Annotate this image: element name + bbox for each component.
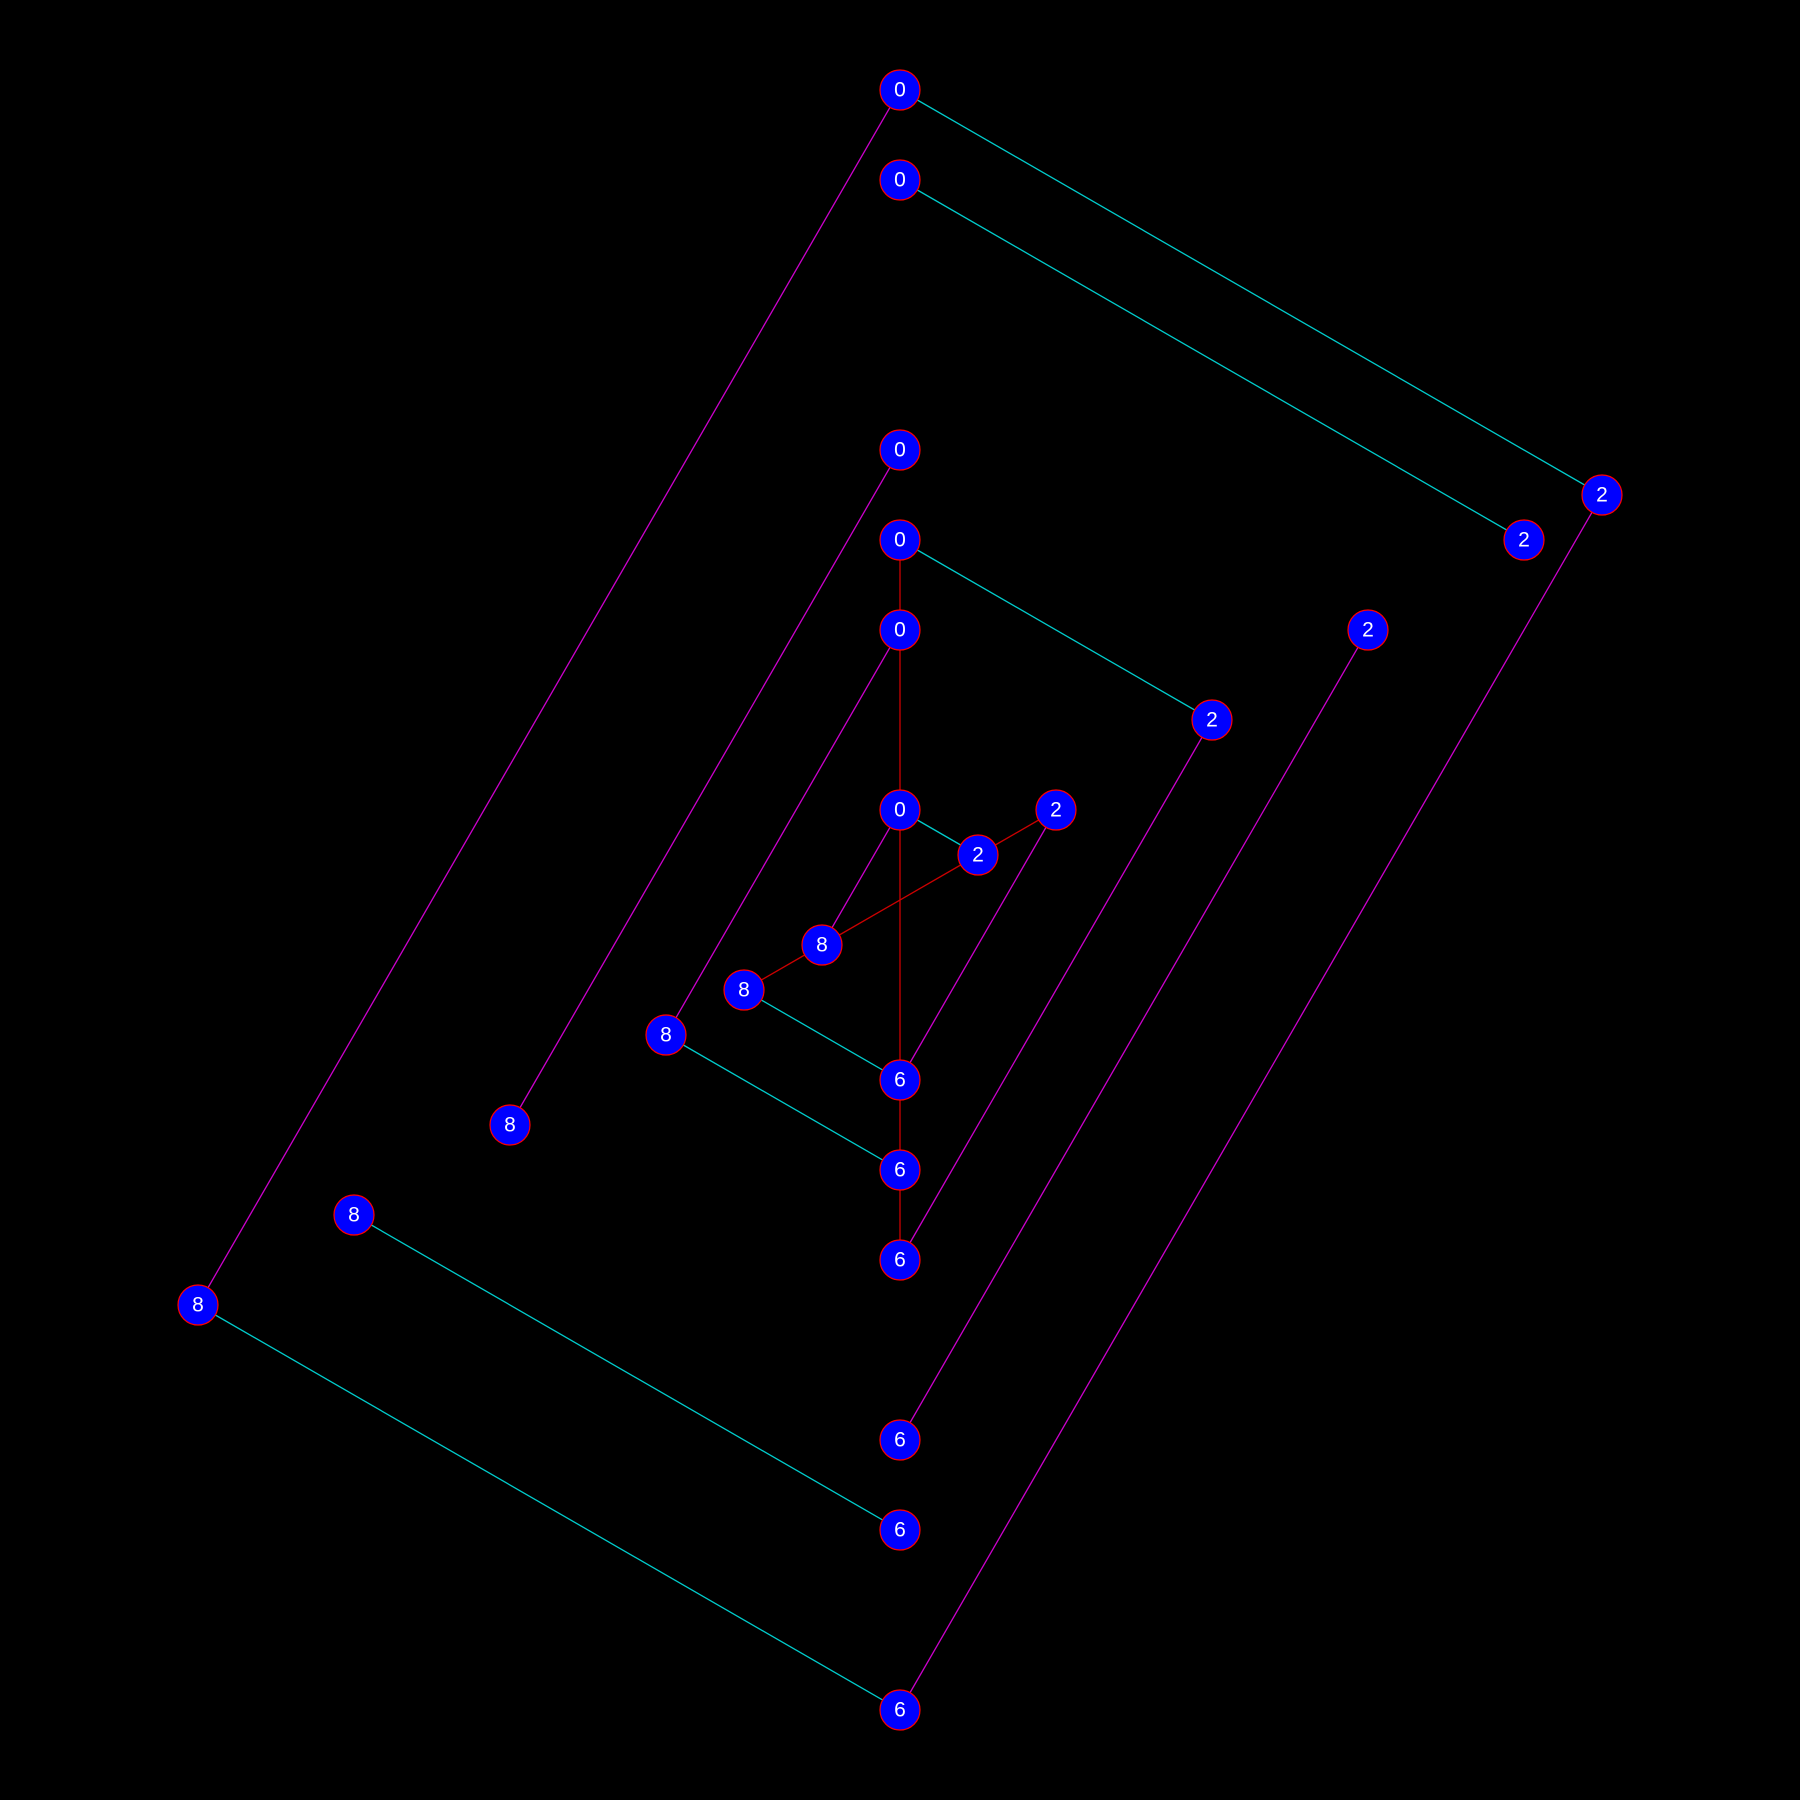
edge-n5-n15 [665, 629, 901, 1036]
node-circle [801, 924, 843, 966]
edge-n7-n24 [899, 494, 1603, 1711]
node-circle [177, 1284, 219, 1326]
node-label: 2 [1518, 529, 1530, 552]
node-label: 6 [894, 1429, 906, 1452]
node-label: 6 [894, 1069, 906, 1092]
node-label: 8 [504, 1114, 516, 1137]
node-circle [1347, 609, 1389, 651]
graph-node: 8 [177, 1284, 219, 1326]
node-layer: 0 0 0 0 0 0 2 2 2 2 2 2 8 8 8 8 8 8 6 6 6 6 6 6 [177, 69, 1623, 1731]
node-label: 2 [1596, 484, 1608, 507]
node-label: 0 [894, 79, 906, 102]
node-label: 8 [660, 1024, 672, 1047]
node-circle [879, 1689, 921, 1731]
graph-node: 6 [879, 1059, 921, 1101]
graph-node: 8 [489, 1104, 531, 1146]
node-label: 0 [894, 169, 906, 192]
node-circle [879, 789, 921, 831]
node-circle [879, 519, 921, 561]
node-circle [879, 159, 921, 201]
node-circle [1503, 519, 1545, 561]
graph-node: 8 [723, 969, 765, 1011]
node-circle [879, 69, 921, 111]
node-circle [879, 1509, 921, 1551]
node-circle [879, 1419, 921, 1461]
edge-n11-n19 [899, 809, 1057, 1081]
graph-node: 0 [879, 69, 921, 111]
node-label: 8 [816, 934, 828, 957]
node-label: 2 [1050, 799, 1062, 822]
edge-n1-n7 [899, 89, 1603, 496]
graph-node: 8 [801, 924, 843, 966]
node-circle [333, 1194, 375, 1236]
node-circle [1581, 474, 1623, 516]
graph-node: 0 [879, 519, 921, 561]
graph-node: 6 [879, 1509, 921, 1551]
graph-node: 0 [879, 789, 921, 831]
node-circle [957, 834, 999, 876]
node-label: 8 [192, 1294, 204, 1317]
node-label: 8 [738, 979, 750, 1002]
node-circle [879, 1149, 921, 1191]
node-label: 2 [972, 844, 984, 867]
node-label: 8 [348, 1204, 360, 1227]
graph-node: 0 [879, 159, 921, 201]
node-circle [489, 1104, 531, 1146]
node-circle [879, 429, 921, 471]
node-label: 6 [894, 1699, 906, 1722]
edge-n1-n18 [197, 89, 901, 1306]
graph-node: 2 [1035, 789, 1077, 831]
graph-node: 6 [879, 1149, 921, 1191]
edge-layer [197, 89, 1603, 1711]
node-circle [1035, 789, 1077, 831]
node-label: 0 [894, 799, 906, 822]
node-circle [723, 969, 765, 1011]
graph-node: 0 [879, 429, 921, 471]
graph-node: 2 [1347, 609, 1389, 651]
edge-n15-n20 [665, 1034, 901, 1171]
edge-n3-n16 [509, 449, 901, 1126]
graph-node: 8 [645, 1014, 687, 1056]
edge-n2-n8 [899, 179, 1525, 541]
graph-node: 2 [1191, 699, 1233, 741]
graph-node: 6 [879, 1689, 921, 1731]
edge-n18-n24 [197, 1304, 901, 1711]
node-circle [879, 1239, 921, 1281]
graph-node: 0 [879, 609, 921, 651]
edge-n17-n23 [353, 1214, 901, 1531]
graph-node: 6 [879, 1239, 921, 1281]
graph-node: 2 [1581, 474, 1623, 516]
edge-n6-n13 [821, 809, 901, 946]
node-label: 0 [894, 619, 906, 642]
graph-node: 2 [957, 834, 999, 876]
edge-n12-n13 [821, 854, 979, 946]
edge-n9-n22 [899, 629, 1369, 1441]
node-circle [645, 1014, 687, 1056]
node-label: 6 [894, 1519, 906, 1542]
graph-node: 6 [879, 1419, 921, 1461]
node-label: 0 [894, 439, 906, 462]
graph-node: 2 [1503, 519, 1545, 561]
node-circle [1191, 699, 1233, 741]
node-label: 0 [894, 529, 906, 552]
node-label: 2 [1362, 619, 1374, 642]
node-circle [879, 1059, 921, 1101]
edge-n14-n19 [743, 989, 901, 1081]
node-circle [879, 609, 921, 651]
node-label: 2 [1206, 709, 1218, 732]
edge-n4-n10 [899, 539, 1213, 721]
edge-n10-n21 [899, 719, 1213, 1261]
graph-node: 8 [333, 1194, 375, 1236]
node-label: 6 [894, 1249, 906, 1272]
node-label: 6 [894, 1159, 906, 1182]
